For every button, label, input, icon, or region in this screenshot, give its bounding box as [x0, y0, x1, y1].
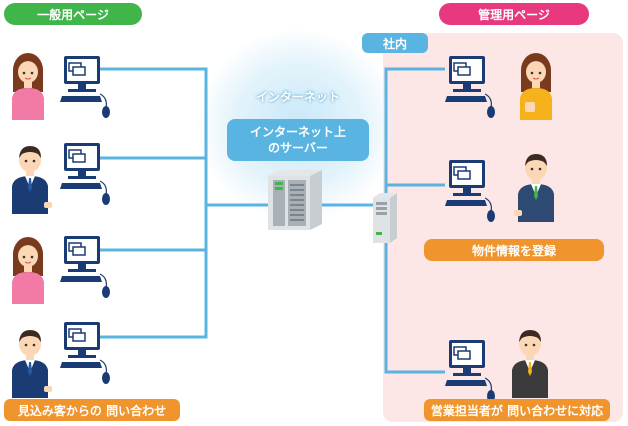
computer-icon [445, 160, 495, 222]
man-icon [12, 146, 52, 214]
register-property-label: 物件情報を登録 [424, 239, 604, 261]
woman-icon [12, 237, 44, 304]
computer-icon [60, 56, 110, 118]
admin-page-label: 管理用ページ [439, 3, 589, 25]
computer-icon [60, 322, 110, 384]
woman-icon [12, 53, 44, 120]
computer-icon [60, 143, 110, 205]
man-icon [512, 330, 548, 398]
server-label-line2: のサーバー [268, 141, 328, 155]
computer-icon [445, 56, 495, 118]
internet-server-label: インターネット上 のサーバー [227, 119, 369, 161]
man-icon [514, 154, 554, 222]
computer-icon [445, 340, 495, 402]
internet-label: インターネット [255, 90, 340, 104]
customer-inquiry-label: 見込み客からの 問い合わせ [4, 399, 180, 421]
server-label-line1: インターネット上 [249, 125, 346, 139]
internal-label: 社内 [362, 33, 428, 53]
internal-network-area [383, 33, 623, 422]
woman-icon [520, 53, 552, 120]
sales-response-label: 営業担当者が 問い合わせに対応 [424, 399, 610, 421]
server-icon [373, 193, 397, 243]
general-page-label: 一般用ページ [4, 3, 142, 25]
man-icon [12, 330, 52, 398]
server-icon [268, 170, 322, 230]
computer-icon [60, 236, 110, 298]
